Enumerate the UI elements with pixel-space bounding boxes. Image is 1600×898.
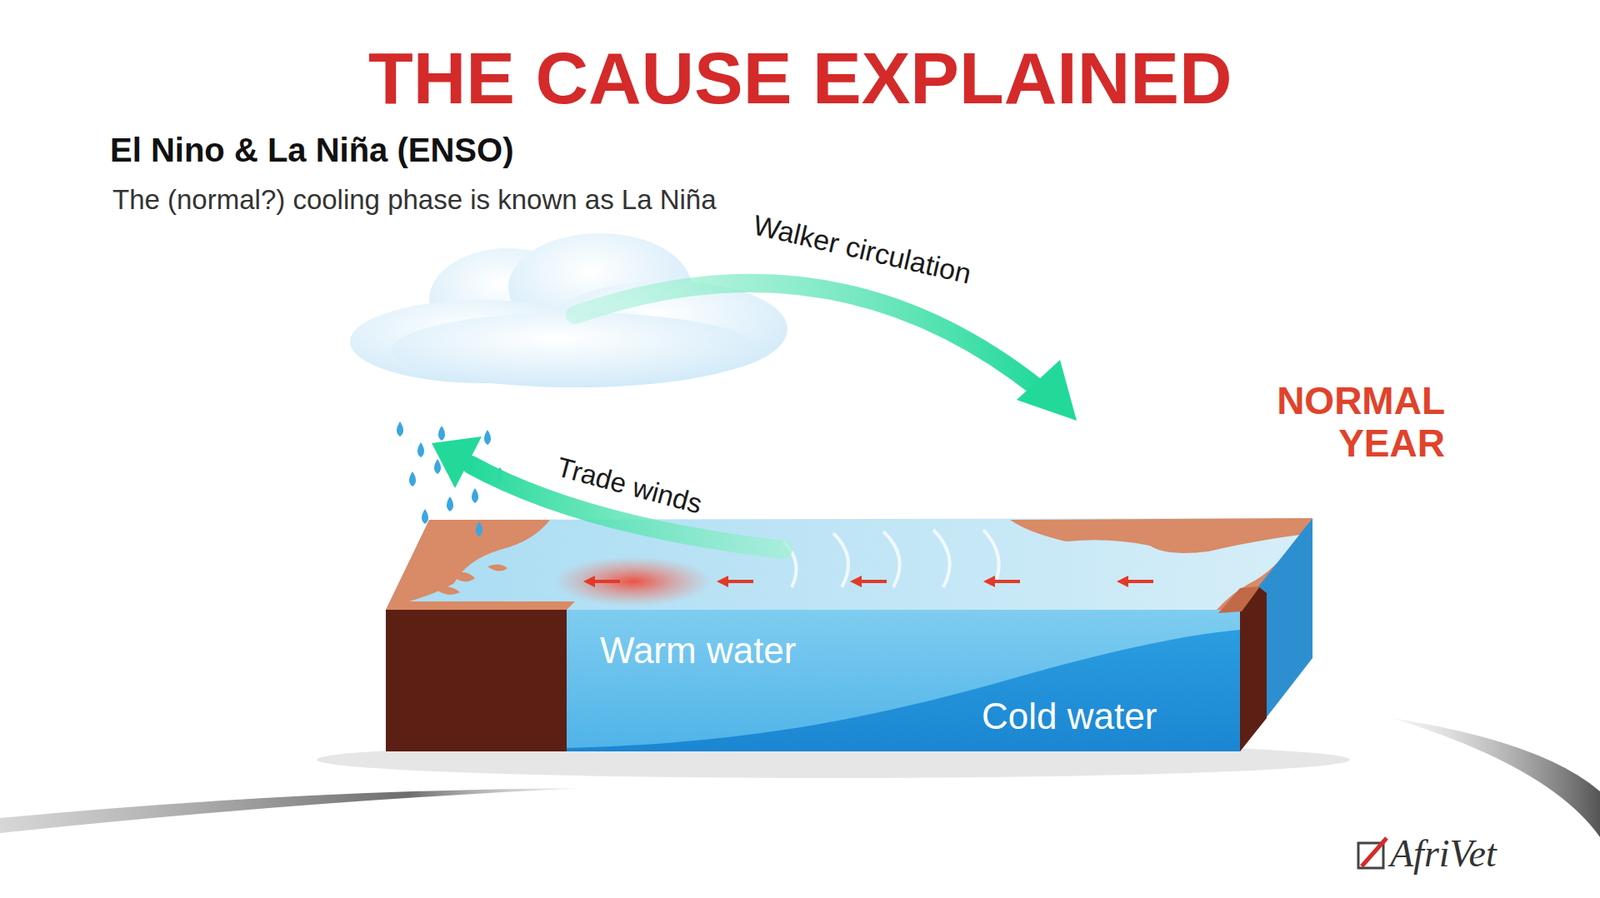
grey-swoosh: [1391, 718, 1600, 838]
layer-label: Cold water: [981, 696, 1157, 737]
ocean-surface: [385, 518, 1313, 610]
cold-water-layer: [566, 630, 1240, 752]
subtitle-note: The (normal?) cooling phase is known as …: [112, 185, 717, 215]
land-cross-section: [385, 610, 567, 752]
trade-wind-arrowhead: [431, 436, 482, 489]
warm-water-layer: [566, 610, 1240, 752]
layer-label: Warm water: [600, 630, 797, 671]
land-east: [1010, 518, 1313, 554]
year-label: NORMAL YEAR: [1203, 380, 1445, 465]
land-side: [1240, 586, 1267, 752]
land-top-edge: [385, 601, 575, 610]
warm-pool: [554, 556, 713, 607]
slide-title: THE CAUSE EXPLAINED: [368, 38, 1233, 120]
ocean-side: [1240, 518, 1313, 752]
land-west: [385, 520, 550, 610]
walker-arrow: [575, 283, 1040, 390]
land-side-top: [1218, 586, 1260, 614]
arrow-label: Walker circulation: [750, 209, 975, 290]
grey-swoosh: [0, 788, 584, 834]
arrow-label: Trade winds: [553, 452, 705, 520]
walker-arrowhead: [1016, 360, 1077, 421]
logo-text: AfriVet: [1390, 833, 1497, 876]
land-islands: [433, 564, 508, 595]
logo-mark: [1358, 838, 1387, 869]
current-arrows: [583, 575, 1154, 588]
subtitle: El Nino & La Niña (ENSO): [110, 131, 514, 169]
wave-ridges: [783, 530, 1000, 588]
